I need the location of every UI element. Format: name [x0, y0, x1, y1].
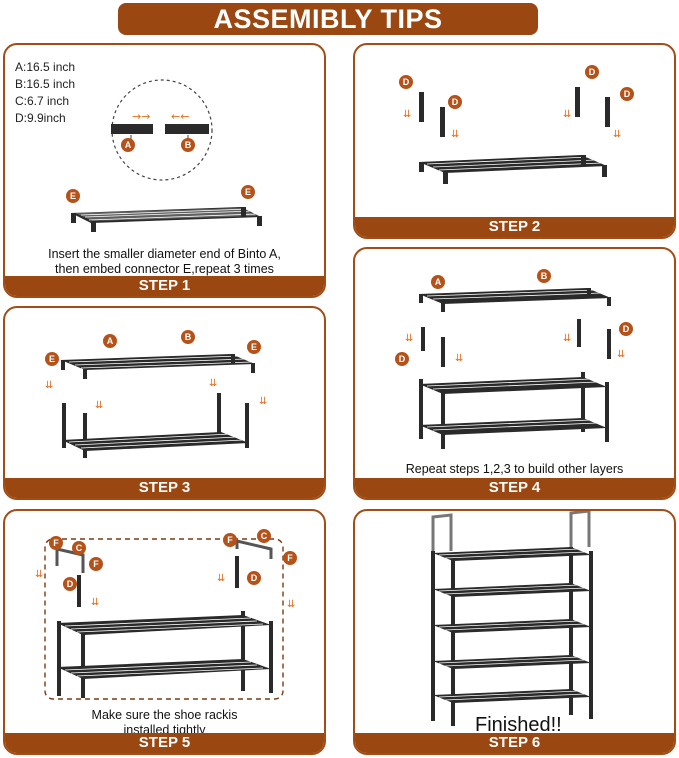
step-4-caption: Repeat steps 1,2,3 to build other layers	[405, 462, 624, 476]
arrow-left-icon: ←←	[171, 110, 189, 123]
badge-d: D	[63, 577, 77, 591]
dashed-frame	[44, 538, 284, 700]
arrow-down-icon: ⇊	[613, 129, 621, 140]
leg-d	[419, 92, 424, 122]
step-6-panel: Finished!! STEP 6	[353, 509, 676, 755]
leg-d	[575, 87, 580, 117]
step-3-illustration: ⇊ ⇊ ⇊ ⇊	[45, 354, 267, 458]
badge-d: D	[585, 65, 599, 79]
badge-d: D	[620, 87, 634, 101]
badge-a: A	[103, 334, 117, 348]
leg-d	[421, 327, 425, 351]
step-3-label: STEP 3	[5, 478, 324, 498]
arrow-down-icon: ⇊	[287, 599, 295, 610]
rack-shelf-top	[61, 354, 255, 379]
badge-e-left: E	[66, 189, 80, 203]
arrow-down-icon: ⇊	[95, 400, 103, 411]
badge-e-right: E	[241, 185, 255, 199]
finished-rack	[431, 511, 593, 726]
badge-d: D	[247, 571, 261, 585]
arrow-down-icon: ⇊	[617, 349, 625, 360]
badge-f: F	[49, 536, 63, 550]
arrow-down-icon: ⇊	[91, 597, 99, 608]
leg-d	[577, 319, 581, 347]
badge-c: C	[72, 541, 86, 555]
step-1-panel: A:16.5 inch B:16.5 inch C:6.7 inch D:9.9…	[3, 43, 326, 298]
rack-base	[62, 393, 249, 458]
step-3-panel: ⇊ ⇊ ⇊ ⇊ A B E E STEP 3	[3, 306, 326, 500]
tube-a	[111, 124, 153, 134]
badge-a: A	[121, 138, 135, 152]
rack-two-tier	[57, 611, 273, 698]
dimension-b: B:16.5 inch	[15, 77, 76, 91]
step-1-caption: Insert the smaller diameter end of Binto…	[5, 247, 324, 277]
arrow-down-icon: ⇊	[403, 109, 411, 120]
step-5-label: STEP 5	[5, 733, 324, 753]
handle-left	[55, 547, 85, 607]
arrow-down-icon: ⇊	[217, 573, 225, 584]
badge-d: D	[619, 322, 633, 336]
step-1-caption-line1: Insert the smaller diameter end of Binto…	[48, 247, 281, 261]
arrow-down-icon: ⇊	[451, 129, 459, 140]
dimension-a: A:16.5 inch	[15, 60, 76, 74]
rack-shelf	[419, 155, 607, 184]
page-title: ASSEMIBLY TIPS	[118, 3, 538, 35]
arrow-right-icon: →→	[132, 110, 150, 123]
rack-shelf-top	[419, 288, 611, 312]
arrow-down-icon: ⇊	[209, 378, 217, 389]
step-4-label: STEP 4	[355, 478, 674, 498]
badge-a: A	[431, 275, 445, 289]
rack-shelf	[71, 207, 262, 232]
badge-c: C	[257, 529, 271, 543]
badge-d: D	[448, 95, 462, 109]
badge-f: F	[223, 533, 237, 547]
step-5-illustration: ⇊ ⇊ ⇊ ⇊	[35, 538, 295, 700]
badge-e-left: E	[45, 352, 59, 366]
tube-b	[165, 124, 209, 134]
finished-text: Finished!!	[475, 714, 562, 736]
leg-d	[607, 329, 611, 359]
badge-d: D	[395, 352, 409, 366]
connect-line	[130, 135, 189, 140]
leg-d	[440, 107, 445, 137]
arrow-down-icon: ⇊	[455, 353, 463, 364]
step-2-label: STEP 2	[355, 217, 674, 237]
badge-b: B	[537, 269, 551, 283]
badge-d: D	[399, 75, 413, 89]
badge-e-right: E	[247, 340, 261, 354]
arrow-down-icon: ⇊	[45, 380, 53, 391]
handle-right	[235, 539, 273, 588]
badge-b: B	[181, 138, 195, 152]
badge-f: F	[89, 557, 103, 571]
step-6-illustration	[431, 511, 593, 726]
arrow-down-icon: ⇊	[563, 333, 571, 344]
arrow-down-icon: ⇊	[259, 396, 267, 407]
dimension-list: A:16.5 inch B:16.5 inch C:6.7 inch D:9.9…	[15, 59, 75, 127]
step-2-illustration: ⇊ ⇊ ⇊ ⇊	[403, 87, 621, 184]
step-2-panel: ⇊ ⇊ ⇊ ⇊ D D D D STEP 2	[353, 43, 676, 239]
badge-f: F	[283, 551, 297, 565]
leg-d	[605, 97, 610, 127]
step-4-illustration: ⇊ ⇊ ⇊ ⇊	[405, 288, 625, 449]
step-1-label: STEP 1	[5, 276, 324, 296]
arrow-down-icon: ⇊	[563, 109, 571, 120]
rack-two-tier	[419, 372, 609, 449]
step-1-caption-line2: then embed connector E,repeat 3 times	[55, 262, 274, 276]
step-5-caption-line1: Make sure the shoe rackis	[91, 708, 238, 722]
step-5-panel: ⇊ ⇊ ⇊ ⇊ F C F D F C F D Make sure the sh…	[3, 509, 326, 755]
leg-d	[441, 337, 445, 367]
step-1-illustration: →→ ←←	[71, 79, 262, 232]
arrow-down-icon: ⇊	[405, 333, 413, 344]
badge-b: B	[181, 330, 195, 344]
step-4-panel: ⇊ ⇊ ⇊ ⇊ A B D D Repeat steps 1,2,3 to bu…	[353, 247, 676, 500]
dimension-c: C:6.7 inch	[15, 94, 70, 108]
step-6-label: STEP 6	[355, 733, 674, 753]
dimension-d: D:9.9inch	[15, 111, 66, 125]
arrow-down-icon: ⇊	[35, 569, 43, 580]
